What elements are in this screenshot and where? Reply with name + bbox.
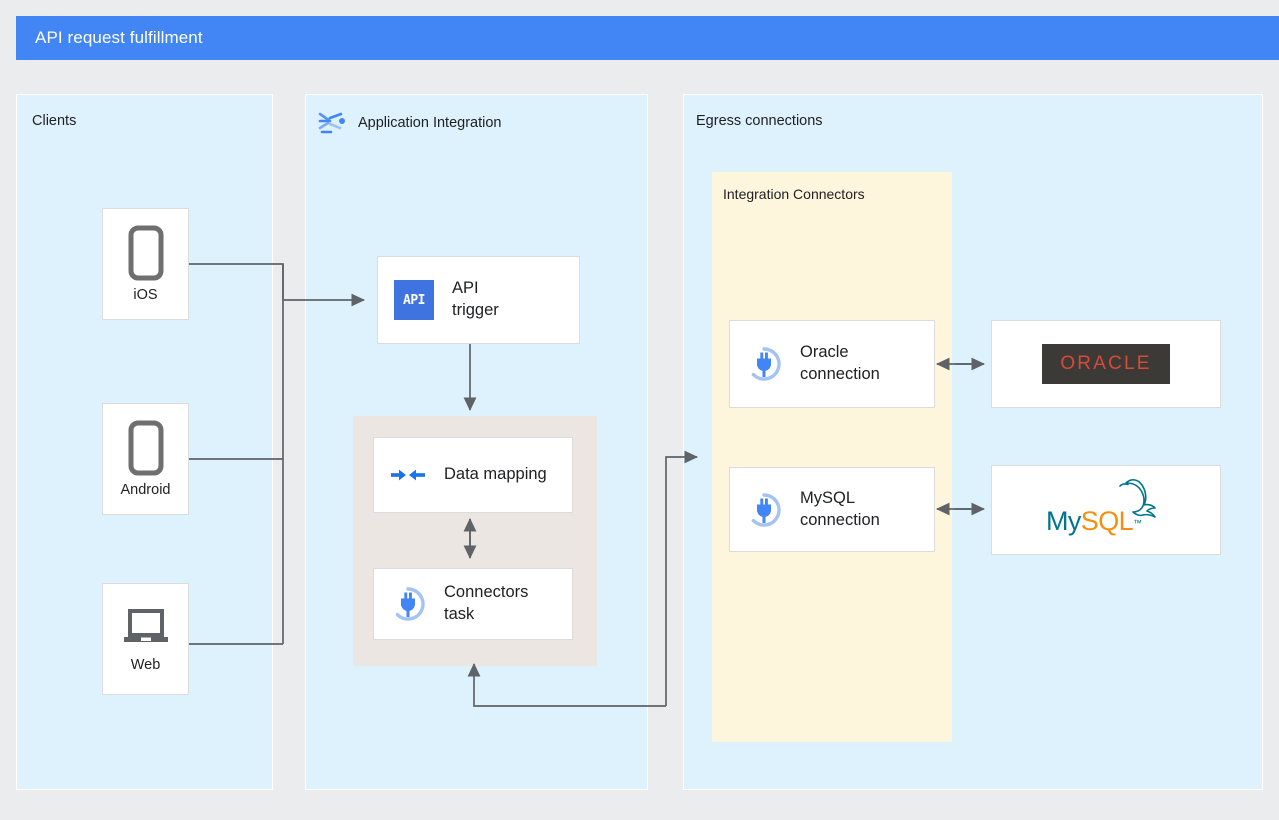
node-oracle-connection-label: Oracle connection xyxy=(800,343,880,383)
page-title: API request fulfillment xyxy=(35,28,203,47)
mobile-phone-icon xyxy=(126,225,166,281)
backend-card-mysql[interactable]: MySQL™ xyxy=(991,465,1221,555)
application-integration-icon xyxy=(317,110,347,136)
node-data-mapping[interactable]: Data mapping xyxy=(373,437,573,513)
node-data-mapping-label: Data mapping xyxy=(444,465,547,484)
panel-integration-connectors xyxy=(712,172,952,742)
node-mysql-connection[interactable]: MySQL connection xyxy=(729,467,935,552)
mysql-text-my: My xyxy=(1046,506,1081,536)
connector-plug-icon xyxy=(390,586,426,622)
oracle-logo: ORACLE xyxy=(1042,344,1170,384)
mysql-trademark: ™ xyxy=(1133,518,1142,528)
api-icon: API xyxy=(394,280,434,320)
mysql-logo-text: MySQL™ xyxy=(1046,506,1142,537)
oracle-logo-text: ORACLE xyxy=(1060,353,1152,374)
laptop-icon xyxy=(120,605,172,651)
panel-clients-label: Clients xyxy=(32,113,77,129)
node-api-trigger[interactable]: API API trigger xyxy=(377,256,580,344)
node-api-trigger-label: API trigger xyxy=(452,279,499,319)
data-mapping-icon xyxy=(390,463,426,487)
diagram-title-bar: API request fulfillment xyxy=(16,16,1279,60)
client-card-web[interactable]: Web xyxy=(102,583,189,695)
client-label-web: Web xyxy=(130,657,161,673)
client-card-ios[interactable]: iOS xyxy=(102,208,189,320)
panel-application-integration-label: Application Integration xyxy=(317,110,502,136)
node-oracle-connection[interactable]: Oracle connection xyxy=(729,320,935,408)
connector-plug-icon xyxy=(746,492,782,528)
mysql-dolphin-icon xyxy=(1112,477,1164,523)
client-card-android[interactable]: Android xyxy=(102,403,189,515)
client-label-ios: iOS xyxy=(133,287,158,303)
panel-egress-connections-label: Egress connections xyxy=(696,113,823,129)
api-icon-text: API xyxy=(403,292,425,308)
panel-integration-connectors-label: Integration Connectors xyxy=(723,186,865,202)
node-connectors-task[interactable]: Connectors task xyxy=(373,568,573,640)
mysql-text-sql: SQL xyxy=(1080,506,1134,536)
mysql-logo: MySQL™ xyxy=(1046,479,1166,539)
client-label-android: Android xyxy=(120,482,171,498)
panel-application-integration-text: Application Integration xyxy=(358,115,502,131)
node-mysql-connection-label: MySQL connection xyxy=(800,488,880,529)
mobile-phone-icon xyxy=(126,420,166,476)
backend-card-oracle[interactable]: ORACLE xyxy=(991,320,1221,408)
node-connectors-task-label: Connectors task xyxy=(444,583,529,623)
connector-plug-icon xyxy=(746,346,782,382)
